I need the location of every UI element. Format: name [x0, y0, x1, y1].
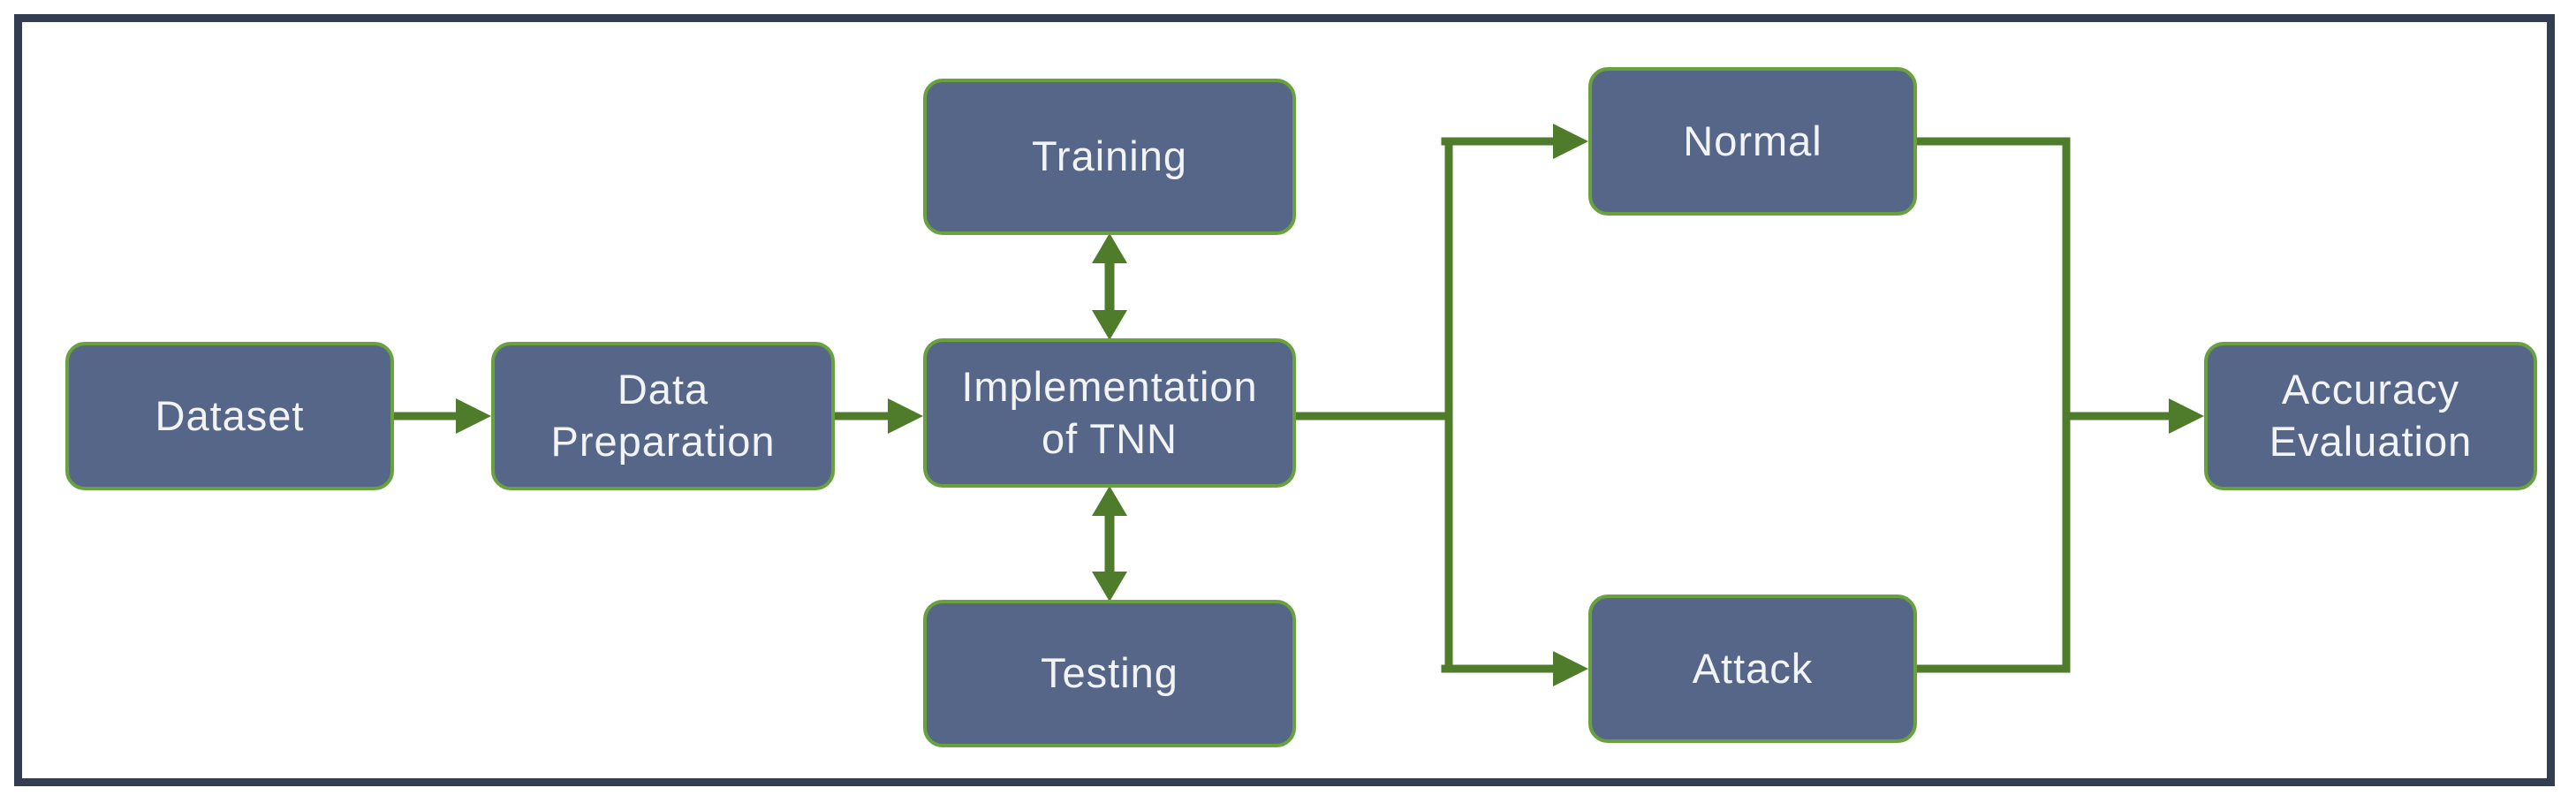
edge-implementation-branch: [1292, 124, 1588, 686]
outer-frame: [14, 14, 2555, 786]
edge-data-preparation-to-implementation: [830, 398, 923, 434]
edge-collector-to-accuracy: [1913, 137, 2204, 673]
edge-training-implementation-double-arrow: [1092, 233, 1127, 340]
node-attack: Attack: [1588, 595, 1917, 743]
node-data-preparation: Data Preparation: [491, 342, 835, 490]
node-implementation-of-tnn: Implementation of TNN: [923, 338, 1296, 488]
node-normal: Normal: [1588, 67, 1917, 216]
edge-dataset-to-data-preparation: [390, 398, 491, 434]
edge-implementation-testing-double-arrow: [1092, 486, 1127, 602]
node-accuracy-evaluation: Accuracy Evaluation: [2204, 342, 2537, 490]
node-training: Training: [923, 79, 1296, 235]
node-dataset: Dataset: [65, 342, 394, 490]
node-testing: Testing: [923, 600, 1296, 747]
